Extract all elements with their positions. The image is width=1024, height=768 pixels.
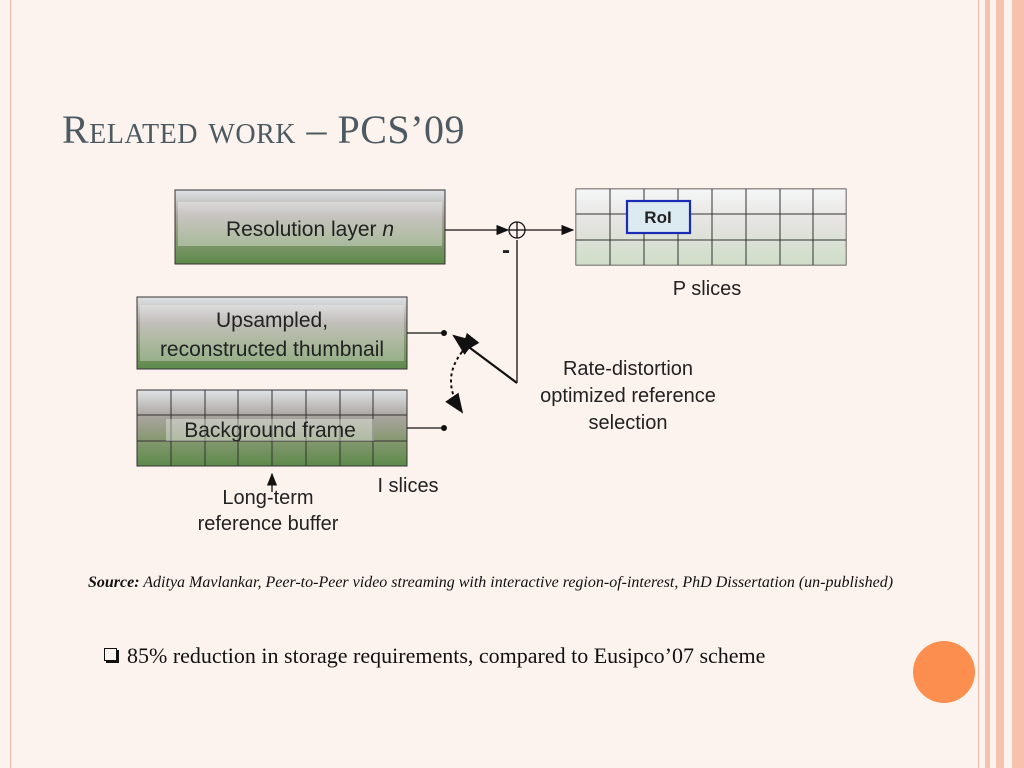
minus-sign: - — [502, 237, 510, 264]
source-citation: Source: Aditya Mavlankar, Peer-to-Peer v… — [88, 572, 978, 594]
bullet-text: 85% reduction in storage requirements, c… — [127, 643, 766, 668]
rd-line2: optimized reference — [540, 385, 716, 407]
source-text: Aditya Mavlankar, Peer-to-Peer video str… — [139, 574, 894, 591]
bullet-point: 85% reduction in storage requirements, c… — [104, 640, 904, 671]
p-slices-label: P slices — [673, 278, 742, 300]
switch-motion-arc — [445, 332, 480, 414]
source-label: Source: — [88, 574, 140, 591]
right-stripe-1 — [985, 0, 990, 768]
right-stripe-3 — [1012, 0, 1024, 768]
i-slices-label: I slices — [377, 475, 438, 497]
lt-line1: Long-term — [222, 487, 313, 509]
upsampled-line1: Upsampled, — [216, 309, 328, 332]
selector-switch-arm — [452, 334, 518, 384]
roi-box — [625, 199, 692, 235]
upsampled-thumbnail-frame: Upsampled, reconstructed thumbnail — [136, 296, 408, 370]
background-frame-grid: Background frame — [136, 389, 408, 467]
roi-label: RoI — [644, 208, 671, 227]
left-border-line — [10, 0, 11, 768]
slide-title: Related work – PCS’09 — [62, 107, 465, 152]
rd-line1: Rate-distortion — [563, 358, 693, 380]
upsampled-line2: reconstructed thumbnail — [160, 338, 384, 361]
rd-line3: selection — [589, 412, 668, 434]
checkbox-bullet-icon — [104, 648, 117, 661]
right-border-line — [978, 0, 979, 768]
res-layer-text: Resolution layer n — [226, 218, 394, 241]
background-frame-label: Background frame — [184, 419, 356, 442]
lt-line2: reference buffer — [198, 513, 339, 535]
p-slices-grid: RoI — [575, 188, 847, 266]
resolution-layer-frame: Resolution layer n — [174, 189, 446, 265]
right-stripe-2 — [996, 0, 1004, 768]
orange-circle-decoration — [913, 641, 975, 703]
